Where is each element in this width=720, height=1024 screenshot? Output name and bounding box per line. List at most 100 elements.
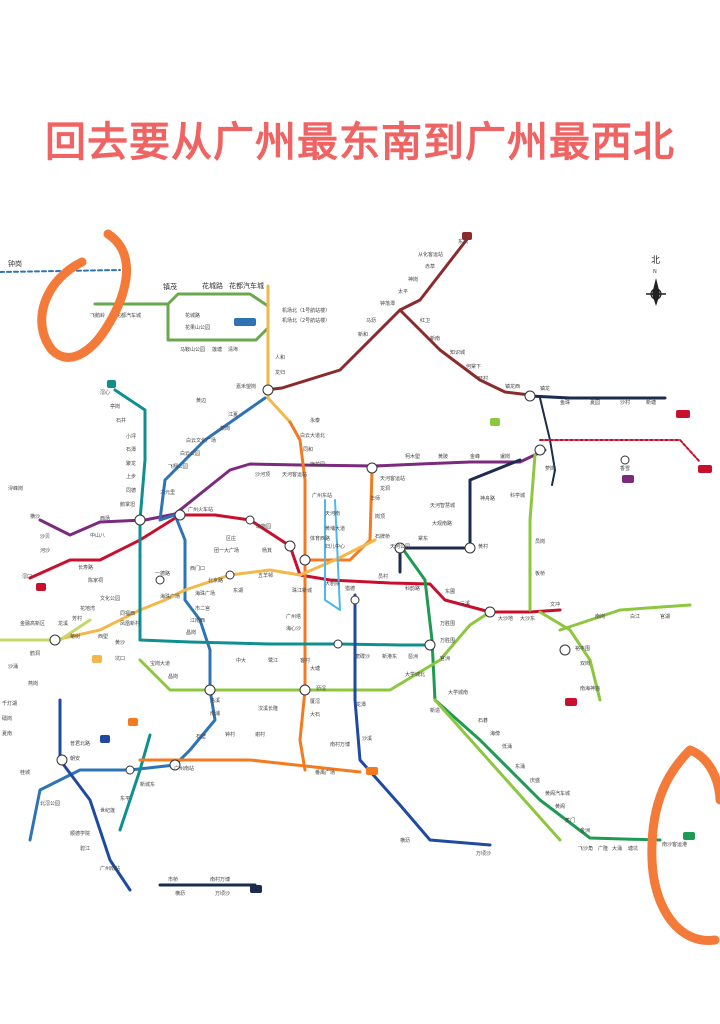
station-label: 宝岗大道: [150, 660, 170, 667]
station-dot[interactable]: [366, 462, 378, 474]
compass-north-label: 北: [651, 255, 660, 266]
station-label: 萝岗: [545, 465, 555, 472]
station-label: 龙溪: [58, 620, 68, 627]
station-dot[interactable]: [350, 595, 360, 605]
station-label: 天河客运站: [380, 475, 405, 482]
station-dot[interactable]: [333, 639, 343, 649]
station-label: 沙村: [620, 399, 630, 406]
station-label: 汉溪长隆: [258, 705, 278, 712]
station-label: 飞沙角: [578, 845, 593, 852]
station-dot[interactable]: [155, 575, 165, 585]
station-label: 飞翔公园: [168, 463, 188, 470]
station-dot[interactable]: [299, 554, 311, 566]
station-label: 横沥: [175, 890, 185, 897]
station-dot[interactable]: [284, 540, 296, 552]
station-label: 石潭: [126, 446, 136, 453]
station-dot[interactable]: [464, 542, 476, 554]
station-label: 燕岗: [28, 680, 38, 687]
station-label: 新南: [430, 335, 440, 342]
station-dot[interactable]: [424, 639, 436, 651]
apm-line: [324, 499, 341, 611]
line-badge: [36, 583, 46, 591]
station-label: 滘心: [100, 389, 110, 396]
station-dot[interactable]: [56, 754, 68, 766]
station-label: 新城东: [140, 781, 155, 788]
line1: [53, 538, 377, 642]
station-label: 亭岗: [110, 403, 120, 410]
east-green-line: [558, 603, 692, 632]
station-label: 永泰: [310, 417, 320, 424]
southwest-branch: [58, 698, 132, 892]
line2-south: [28, 763, 177, 842]
line21-west: [398, 458, 522, 574]
station-label: 杨箕: [262, 547, 272, 554]
station-label: 知识城: [450, 349, 465, 356]
station-label: 大学城南: [448, 689, 468, 696]
station-label: 黄沙: [115, 639, 125, 646]
station-label: 广州东站: [312, 492, 332, 499]
station-label: 蕉门: [565, 817, 575, 824]
station-dot[interactable]: [394, 542, 406, 554]
station-dot[interactable]: [534, 444, 546, 456]
station-label: 沙河顶: [255, 471, 270, 478]
compass-n-letter: N: [653, 269, 657, 275]
station-label: 海心沙: [286, 625, 301, 632]
line-badge: [366, 767, 378, 775]
station-label: 凤凰新村: [120, 620, 140, 627]
station-label: 客村: [300, 657, 310, 664]
station-label: 三元里: [160, 490, 175, 496]
station-label: 动物园: [256, 523, 271, 530]
station-label: 神岗: [408, 276, 418, 283]
station-label: 上步: [126, 473, 136, 480]
station-dot[interactable]: [134, 514, 146, 526]
station-dot[interactable]: [225, 570, 235, 580]
station-dot[interactable]: [299, 684, 311, 696]
station-label: 沙贝: [40, 534, 50, 540]
station-label: 大剧院: [325, 580, 340, 587]
southwest-link: [118, 733, 152, 832]
station-label: 塘坑: [628, 845, 638, 852]
station-label: 厦滘: [310, 698, 320, 705]
station-label: 新塘: [646, 399, 656, 406]
station-label: 镇龙: [540, 385, 550, 392]
station-dot[interactable]: [262, 384, 274, 396]
station-label: 洛溪: [210, 697, 220, 704]
station-label: 江南西: [190, 617, 205, 624]
station-label: 萧岗: [220, 425, 230, 432]
line-badge: [698, 465, 712, 473]
station-label: 钟岗: [8, 259, 22, 268]
line8: [113, 388, 432, 647]
station-label: 南岗: [595, 613, 605, 620]
station-dot[interactable]: [49, 634, 61, 646]
station-label: 双岗: [580, 661, 590, 667]
station-dot[interactable]: [484, 606, 496, 618]
station-dot[interactable]: [174, 509, 186, 521]
station-label: 鹭江: [268, 657, 278, 664]
station-dot[interactable]: [204, 684, 216, 696]
station-dot[interactable]: [559, 644, 571, 656]
station-label: 南沙客运港: [662, 841, 687, 848]
station-dot[interactable]: [524, 390, 536, 402]
station-label: 龙归: [275, 369, 285, 376]
station-dot[interactable]: [245, 515, 255, 525]
station-label: 西门口: [190, 565, 205, 572]
station-label: 东圃: [445, 588, 455, 595]
line5: [28, 513, 562, 614]
station-label: 广隆: [598, 845, 608, 852]
station-dot[interactable]: [125, 765, 135, 775]
station-dot[interactable]: [169, 759, 181, 771]
station-label: 河沙: [40, 547, 50, 554]
station-label: 莲塘: [212, 346, 222, 353]
station-label: 万顷沙: [215, 890, 230, 897]
station-label: 科学城: [510, 492, 525, 499]
station-label: 横沥: [400, 837, 410, 844]
station-label: 神舟路: [480, 495, 495, 502]
line18: [353, 593, 492, 847]
station-label: 万胜围: [440, 637, 455, 644]
line-badge: [92, 655, 102, 663]
line13: [528, 394, 667, 400]
station-label: 岗顶: [375, 514, 385, 520]
station-dot[interactable]: [620, 455, 630, 465]
station-label: 官洲: [440, 655, 450, 662]
station-label: 黄阁汽车城: [545, 790, 570, 797]
